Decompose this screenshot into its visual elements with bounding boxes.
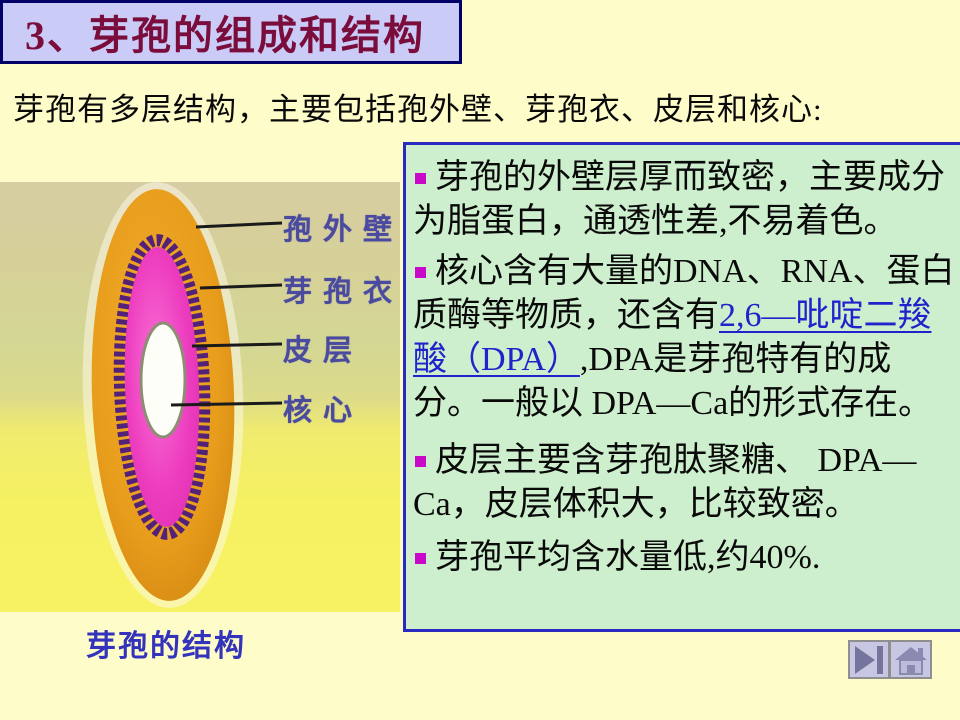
dpa-link[interactable]: 2,6—吡啶二羧酸（DPA） bbox=[413, 297, 932, 378]
notes-box: 芽孢的外壁层厚而致密，主要成分为脂蛋白，通透性差,不易着色。 核心含有大量的DN… bbox=[403, 142, 960, 632]
note-text: 芽孢的外壁层厚而致密，主要成分为脂蛋白，通透性差,不易着色。 bbox=[413, 159, 945, 240]
label-cortex: 皮层 bbox=[283, 335, 364, 367]
leader-line-cortex bbox=[191, 342, 283, 348]
subtitle-text: 芽孢有多层结构，主要包括孢外壁、芽孢衣、皮层和核心: bbox=[13, 92, 823, 127]
note-text: ,DPA是芽孢特有的成分。一般以 DPA—Ca的形式存在。 bbox=[413, 341, 933, 422]
bullet-marker bbox=[415, 266, 426, 278]
next-icon bbox=[855, 645, 883, 674]
note-item-core: 核心含有大量的DNA、RNA、蛋白质酶等物质，还含有2,6—吡啶二羧酸（DPA）… bbox=[413, 250, 958, 426]
home-button[interactable] bbox=[890, 640, 932, 679]
next-button[interactable] bbox=[848, 640, 890, 679]
label-spore-coat: 芽孢衣 bbox=[283, 276, 400, 308]
leader-line-core bbox=[170, 401, 283, 407]
image-caption: 芽孢的结构 bbox=[86, 630, 246, 663]
spore-core-shape bbox=[139, 321, 187, 439]
page-title: 3、芽孢的组成和结构 bbox=[25, 13, 425, 58]
home-icon bbox=[894, 646, 927, 675]
bullet-marker bbox=[415, 552, 426, 564]
label-core: 核心 bbox=[283, 395, 364, 427]
spore-coat-shape bbox=[113, 234, 211, 540]
title-box: 3、芽孢的组成和结构 bbox=[0, 0, 462, 64]
note-item-water-content: 芽孢平均含水量低,约40%. bbox=[413, 536, 958, 580]
note-text: 核心含有大量的DNA、RNA、蛋白质酶等物质，还含有 bbox=[413, 253, 955, 334]
note-item-outer-wall: 芽孢的外壁层厚而致密，主要成分为脂蛋白，通透性差,不易着色。 bbox=[413, 156, 958, 244]
leader-line-spore-coat bbox=[199, 283, 283, 290]
spore-diagram-image: 孢外壁 芽孢衣 皮层 核心 bbox=[0, 182, 400, 612]
bullet-marker bbox=[415, 172, 426, 184]
leader-line-outer-wall bbox=[195, 221, 283, 229]
note-item-cortex: 皮层主要含芽孢肽聚糖、 DPA—Ca，皮层体积大，比较致密。 bbox=[413, 439, 958, 527]
label-outer-wall: 孢外壁 bbox=[283, 214, 400, 246]
bullet-marker bbox=[415, 455, 426, 467]
spore-cross-section-drawing bbox=[82, 182, 283, 608]
note-text: 芽孢平均含水量低,约40%. bbox=[435, 539, 821, 576]
nav-buttons bbox=[848, 640, 932, 679]
note-text: 皮层主要含芽孢肽聚糖、 DPA—Ca，皮层体积大，比较致密。 bbox=[413, 442, 917, 523]
